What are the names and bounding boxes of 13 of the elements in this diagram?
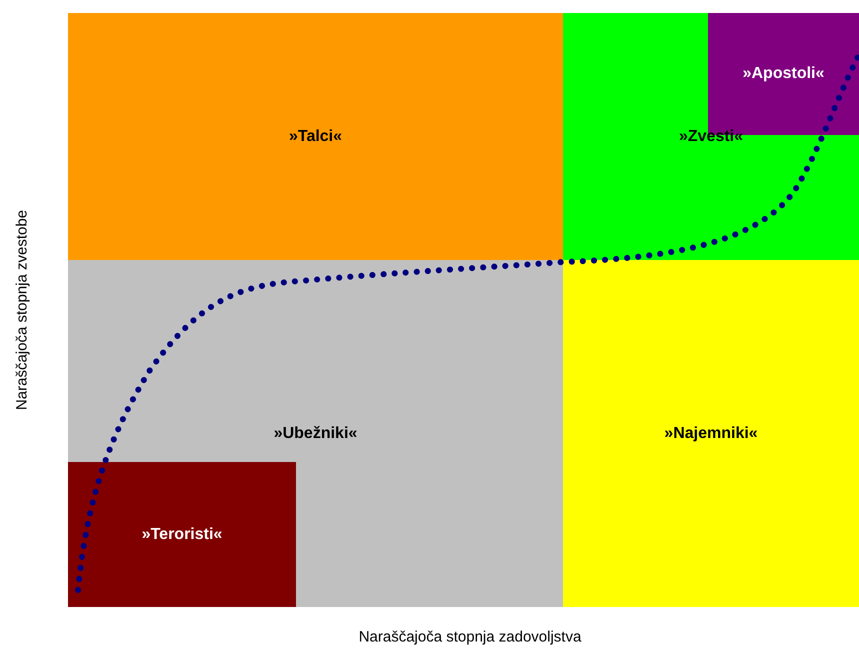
quadrant-region — [563, 260, 859, 607]
segment-label: »Apostoli« — [742, 65, 824, 83]
quadrant-region — [68, 260, 563, 607]
quadrant-region — [68, 13, 563, 260]
segment-label: »Ubežniki« — [274, 424, 358, 442]
axis-label: Naraščajoča stopnja zvestobe — [14, 210, 30, 410]
segment-label: »Zvesti« — [678, 128, 744, 146]
quadrant-region — [563, 13, 859, 260]
axis-label: Naraščajoča stopnja zadovoljstva — [358, 628, 582, 646]
segment-label: »Najemniki« — [664, 424, 758, 442]
segment-label: »Talci« — [288, 128, 342, 146]
quadrant-region — [68, 462, 296, 607]
segment-label: »Teroristi« — [142, 526, 222, 544]
